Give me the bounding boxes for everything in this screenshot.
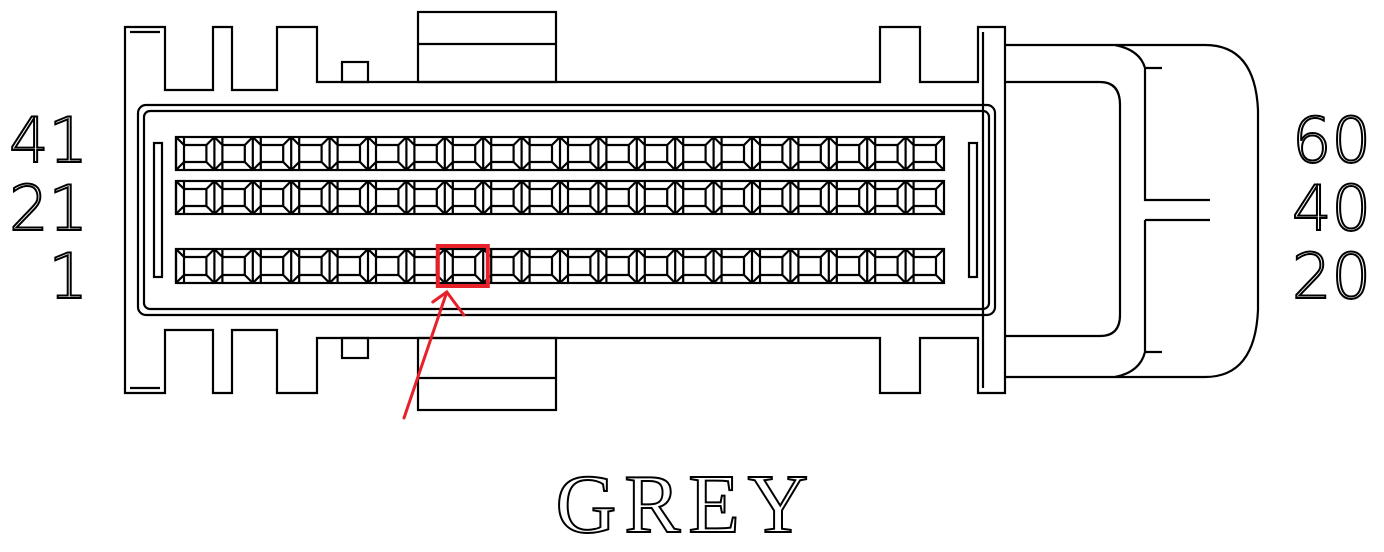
pin-cavity (174, 248, 216, 284)
pin-cavity (366, 248, 408, 284)
pin-cavity (904, 136, 945, 171)
arrow-icon (402, 289, 466, 420)
pin-cavity (866, 136, 907, 171)
pin-cavity (328, 248, 369, 284)
pin-cavity (520, 248, 561, 284)
pin-cavity (213, 180, 254, 215)
pin-cavity (213, 136, 254, 171)
connector-body (123, 10, 1007, 412)
row-label-right-top: 60 (1292, 104, 1371, 177)
pin-cavity (789, 180, 830, 215)
pin-cavity (520, 180, 561, 215)
pin-cavity (328, 180, 369, 215)
pin-cavity (866, 180, 907, 215)
row-label-right-bottom: 20 (1292, 240, 1371, 313)
pin-cavity (674, 180, 715, 215)
row-label-left-middle: 21 (9, 172, 88, 245)
pin-cavity (827, 180, 868, 215)
pin-cavity (328, 136, 369, 171)
pin-cavity (443, 248, 484, 284)
pin-cavity (251, 180, 292, 215)
pin-cavity (290, 136, 331, 171)
pin-cavity (558, 248, 600, 284)
pin-cavity (866, 248, 907, 284)
pin-cavity (827, 136, 868, 171)
pin-cavity (482, 180, 523, 215)
row-label-right-middle: 40 (1292, 172, 1371, 245)
pin-cavity (674, 248, 715, 284)
pin-cavity (558, 136, 600, 171)
pin-cavity (405, 180, 446, 215)
pin-cavity (712, 180, 753, 215)
pin-cavity (904, 248, 945, 284)
pin-cavity (597, 180, 638, 215)
pin-cavity (443, 180, 484, 215)
pin-cavity (443, 136, 484, 171)
pin-cavity (789, 136, 830, 171)
connector-color-label: GREY (556, 458, 817, 551)
pin-cavity (482, 136, 523, 171)
pin-cavity (827, 248, 868, 284)
pin-cavity (635, 248, 676, 284)
pin-cavity (366, 180, 408, 215)
pin-cavity (789, 248, 830, 284)
pin-cavity (174, 136, 216, 171)
pin-cavity (290, 180, 331, 215)
connector-hood (1005, 43, 1260, 379)
pin-cavity (597, 248, 638, 284)
pin-cavity (290, 248, 331, 284)
pin-cavity (213, 248, 254, 284)
pin-cavity (750, 180, 792, 215)
row-label-left-top: 41 (9, 104, 88, 177)
pin-cavity (674, 136, 715, 171)
highlight-marker (402, 244, 490, 420)
pin-cavity (635, 180, 676, 215)
pin-cavity (558, 180, 600, 215)
highlighted-pin-box (435, 244, 490, 288)
pin-cavity (174, 180, 216, 215)
row-label-left-bottom: 1 (49, 240, 88, 313)
pin-cavity (712, 248, 753, 284)
pin-cavity (712, 136, 753, 171)
pin-cavity (635, 136, 676, 171)
pin-cavity (251, 248, 292, 284)
pin-cavity (520, 136, 561, 171)
pin-cavity (405, 136, 446, 171)
pin-cavity (597, 136, 638, 171)
pin-cavity (366, 136, 408, 171)
pin-cavity (750, 248, 792, 284)
pin-grid (174, 135, 946, 285)
pin-cavity (904, 180, 945, 215)
pin-cavity (251, 136, 292, 171)
pin-cavity (750, 136, 792, 171)
